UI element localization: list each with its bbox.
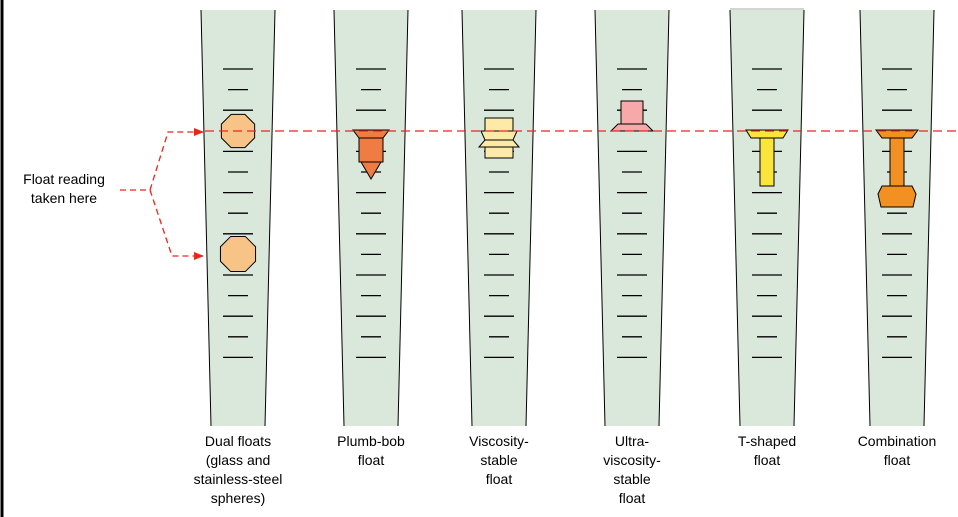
reading-label-line-2: taken here <box>31 190 97 206</box>
tube-wall-right <box>923 9 935 427</box>
caption-line: Dual floats <box>205 433 271 449</box>
tube-wall-left <box>594 9 606 427</box>
caption-line: stable <box>480 452 518 468</box>
ultra-viscosity-stable-float <box>609 100 655 132</box>
caption-line: T-shaped <box>738 433 796 449</box>
tube-body <box>730 10 804 426</box>
caption-line: stainless-steel <box>194 471 283 487</box>
tubes-group <box>200 8 935 427</box>
pointer-arrow-lower <box>149 189 204 260</box>
tube-wall-right <box>793 9 805 427</box>
steel-sphere-float <box>219 235 257 273</box>
caption-line: Viscosity- <box>469 433 529 449</box>
tube-combination <box>859 9 935 427</box>
tube-body <box>860 10 934 426</box>
tube-wall-right <box>397 9 409 427</box>
caption-t-shaped: T-shaped float <box>738 433 796 468</box>
caption-line: spheres) <box>211 490 265 506</box>
caption-line: stable <box>613 471 651 487</box>
caption-line: float <box>619 490 646 506</box>
tube-body <box>462 10 536 426</box>
tube-plumb-bob <box>333 9 409 427</box>
caption-line: viscosity- <box>603 452 661 468</box>
tube-viscosity-stable <box>461 9 537 427</box>
tube-wall-left <box>729 9 741 427</box>
plumb-bob-float <box>352 129 390 180</box>
graduation-scale <box>484 68 514 359</box>
caption-line: float <box>884 452 911 468</box>
tube-wall-left <box>200 9 212 427</box>
tube-t-shaped <box>729 8 805 427</box>
caption-plumb-bob: Plumb-bob float <box>337 433 405 468</box>
caption-line: float <box>358 452 385 468</box>
captions-group: Dual floats (glass and stainless-steel sphe… <box>194 433 937 506</box>
caption-line: Combination <box>858 433 937 449</box>
tube-body <box>201 10 275 426</box>
caption-viscosity-stable: Viscosity-stable float <box>469 433 529 487</box>
reading-pointer <box>120 128 204 260</box>
caption-dual: Dual floats (glass and stainless-steel sphe… <box>194 433 283 506</box>
tube-wall-left <box>461 9 473 427</box>
tube-wall-left <box>333 9 345 427</box>
reading-label-line-1: Float reading <box>23 171 105 187</box>
caption-line: float <box>486 471 513 487</box>
combination-float <box>875 129 919 208</box>
tube-body <box>595 10 669 426</box>
caption-line: Ultra- <box>615 433 650 449</box>
caption-combination: Combination float <box>858 433 937 468</box>
caption-line: Plumb-bob <box>337 433 405 449</box>
tube-wall-right <box>525 9 537 427</box>
tube-wall-left <box>859 9 871 427</box>
tube-wall-right <box>264 9 276 427</box>
tube-dual <box>200 9 276 427</box>
tube-wall-right <box>658 9 670 427</box>
caption-ultra-viscosity-stable: Ultra-viscosity-stable float <box>603 433 661 506</box>
caption-line: (glass and <box>206 452 271 468</box>
caption-line: float <box>754 452 781 468</box>
pointer-arrow-upper <box>149 128 204 191</box>
tube-body <box>334 10 408 426</box>
tube-ultra-viscosity-stable <box>594 9 670 427</box>
t-shaped-float <box>745 129 789 187</box>
viscosity-stable-float <box>477 117 521 159</box>
